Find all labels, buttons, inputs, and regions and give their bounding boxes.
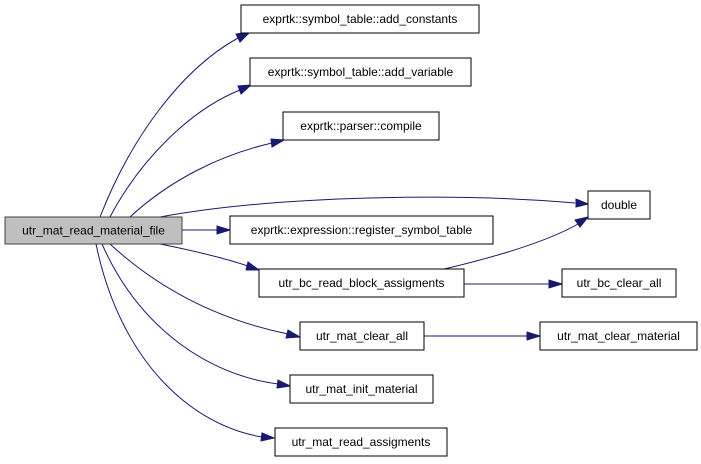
edge-root-to-mat-clear-all (109, 243, 289, 335)
node-compile-label: exprtk::parser::compile (300, 119, 422, 133)
edges (95, 31, 590, 442)
node-mat-init[interactable]: utr_mat_init_material (289, 374, 434, 404)
node-mat-clear-all-label: utr_mat_clear_all (316, 329, 408, 343)
edge-root-to-compile (129, 142, 273, 218)
node-mat-read-assig-label: utr_mat_read_assigments (292, 435, 431, 449)
node-double-label: double (601, 198, 637, 212)
edge-bc-read-to-double (439, 223, 579, 271)
arrowhead-mat-clear-all (285, 329, 302, 339)
node-register-label: exprtk::expression::register_symbol_tabl… (251, 223, 473, 237)
node-bc-read[interactable]: utr_bc_read_block_assigments (258, 268, 465, 298)
edge-root-to-add-variable (109, 89, 241, 218)
edge-root-to-add-constants (99, 37, 239, 218)
arrowhead-mat-clear-material (526, 331, 542, 341)
edge-root-to-mat-read-assig (95, 243, 263, 438)
edge-root-to-mat-init (101, 243, 279, 385)
node-root[interactable]: utr_mat_read_material_file (4, 216, 183, 245)
node-add-variable[interactable]: exprtk::symbol_table::add_variable (249, 57, 472, 87)
node-double[interactable]: double (587, 190, 651, 220)
arrowhead-compile (270, 138, 286, 148)
node-root-label: utr_mat_read_material_file (22, 224, 165, 238)
node-register[interactable]: exprtk::expression::register_symbol_tabl… (229, 215, 494, 245)
node-bc-clear-label: utr_bc_clear_all (577, 276, 662, 290)
node-mat-read-assig[interactable]: utr_mat_read_assigments (274, 427, 448, 457)
arrowhead-register (216, 225, 232, 235)
node-bc-clear[interactable]: utr_bc_clear_all (561, 268, 677, 298)
arrowhead-double (575, 198, 590, 208)
nodes: utr_mat_read_material_file exprtk::symbo… (4, 4, 698, 457)
node-add-constants-label: exprtk::symbol_table::add_constants (263, 12, 458, 26)
node-bc-read-label: utr_bc_read_block_assigments (278, 276, 444, 290)
node-compile[interactable]: exprtk::parser::compile (282, 111, 440, 141)
node-mat-clear-material[interactable]: utr_mat_clear_material (539, 321, 698, 351)
arrowhead-bc-read (245, 261, 261, 271)
edge-root-to-double (159, 196, 576, 218)
arrowhead-mat-read-assig (260, 432, 276, 442)
edge-root-to-bc-read (159, 243, 249, 267)
node-mat-clear-material-label: utr_mat_clear_material (557, 329, 680, 343)
node-add-constants[interactable]: exprtk::symbol_table::add_constants (240, 4, 480, 34)
node-mat-clear-all[interactable]: utr_mat_clear_all (299, 321, 425, 351)
node-mat-init-label: utr_mat_init_material (305, 382, 417, 396)
arrowhead-mat-init (276, 379, 292, 389)
arrowhead-bc-double (574, 216, 590, 228)
node-add-variable-label: exprtk::symbol_table::add_variable (268, 65, 454, 79)
arrowhead-bc-clear (548, 279, 564, 289)
arrowhead-add-variable (237, 84, 253, 95)
